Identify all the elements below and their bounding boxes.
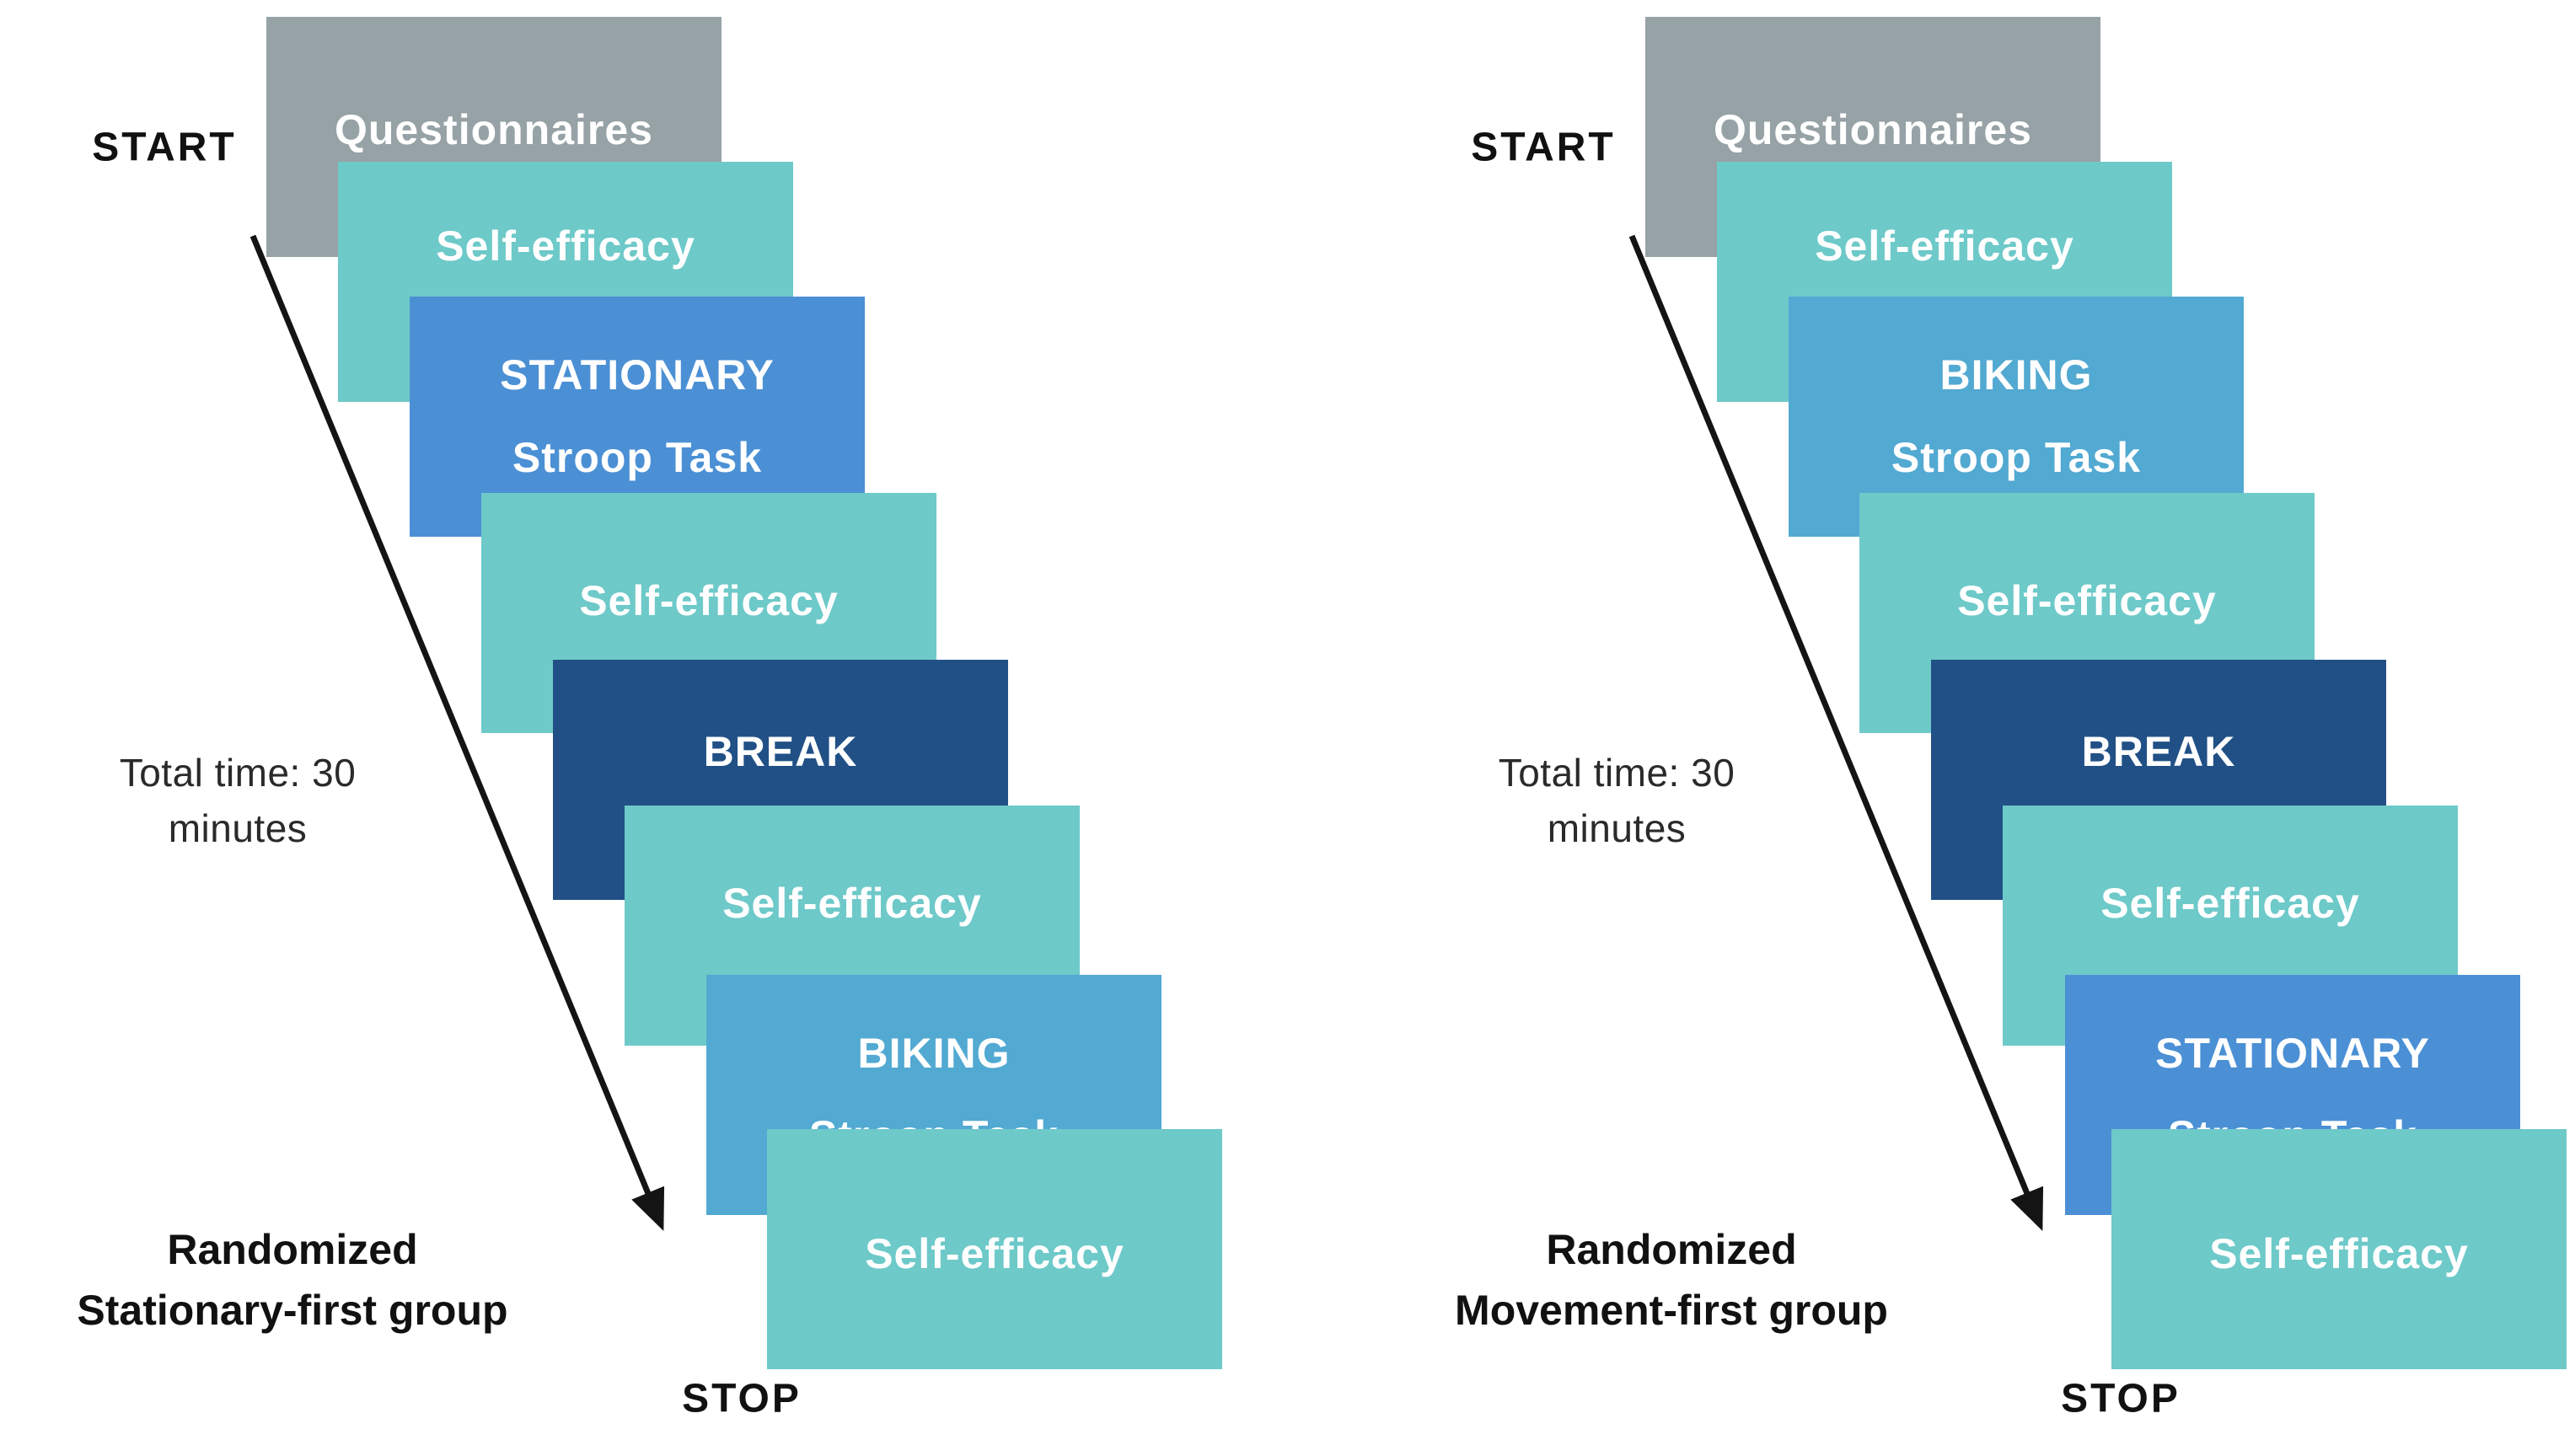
protocol-step-label: Self-efficacy: [2100, 880, 2360, 927]
group-name-label: Stationary-first group: [77, 1287, 508, 1334]
protocol-step-label: Self-efficacy: [436, 222, 695, 270]
total-time-label: Total time: 30: [119, 751, 357, 795]
protocol-step-label: Self-efficacy: [2209, 1230, 2469, 1277]
total-time-label: minutes: [1547, 806, 1687, 850]
protocol-step-label: Self-efficacy: [1815, 222, 2074, 270]
protocol-step-label: Questionnaires: [1714, 106, 2032, 153]
start-label: START: [1471, 125, 1616, 170]
protocol-step-label: BIKING: [857, 1030, 1011, 1077]
group-name-label: Randomized: [1546, 1226, 1797, 1273]
group-name-label: Movement-first group: [1455, 1287, 1888, 1334]
protocol-step-label: Self-efficacy: [579, 577, 839, 624]
protocol-step-box: Self-efficacy: [767, 1129, 1222, 1369]
protocol-step-label: Stroop Task: [512, 434, 763, 481]
start-label: START: [92, 125, 237, 170]
protocol-step-label: STATIONARY: [2155, 1030, 2430, 1077]
protocol-step-label: STATIONARY: [500, 351, 775, 399]
stop-label: STOP: [682, 1376, 802, 1421]
protocol-step-label: Self-efficacy: [722, 880, 982, 927]
protocol-step-label: BIKING: [1939, 351, 2093, 399]
protocol-step-label: Self-efficacy: [1957, 577, 2217, 624]
total-time-label: Total time: 30: [1498, 751, 1735, 795]
protocol-step-label: Stroop Task: [1891, 434, 2142, 481]
group-name-label: Randomized: [167, 1226, 418, 1273]
total-time-label: minutes: [168, 806, 308, 850]
protocol-step-label: BREAK: [2081, 728, 2236, 775]
protocol-step-box: Self-efficacy: [2111, 1129, 2567, 1369]
protocol-step-label: BREAK: [703, 728, 858, 775]
protocol-step-label: Self-efficacy: [865, 1230, 1124, 1277]
stop-label: STOP: [2061, 1376, 2181, 1421]
protocol-step-label: Questionnaires: [335, 106, 653, 153]
